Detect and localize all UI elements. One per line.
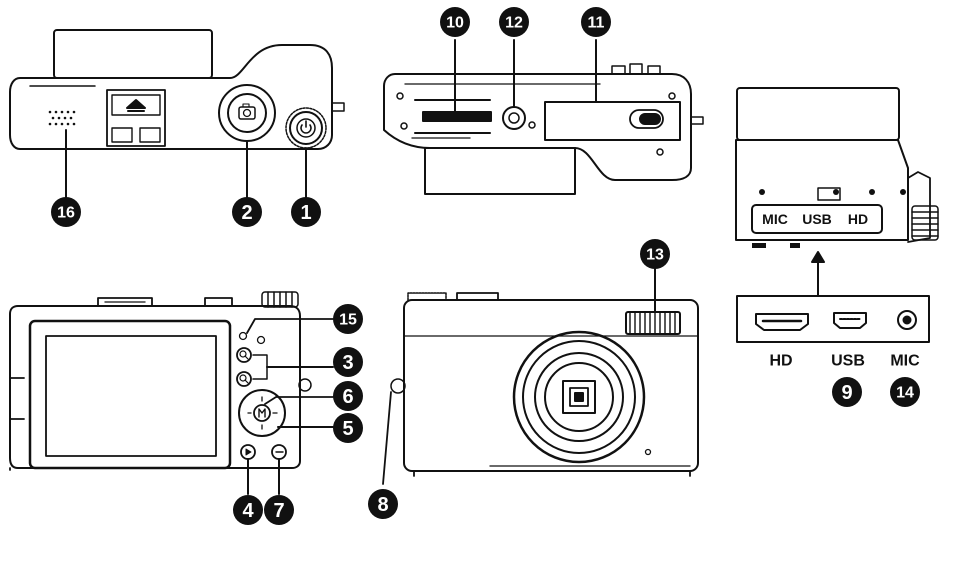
side-view: MIC USB HD (735, 87, 939, 297)
closeup-hd-label: HD (769, 353, 792, 370)
callout-7: 7 (264, 495, 294, 525)
callout-12: 12 (499, 7, 529, 37)
svg-text:12: 12 (505, 15, 523, 32)
svg-text:9: 9 (841, 382, 852, 404)
back-view-body (9, 305, 301, 469)
navigation-pad[interactable] (238, 389, 286, 437)
power-dial[interactable] (285, 107, 327, 149)
top-view-lens-barrel (53, 29, 213, 79)
callout-8: 8 (368, 489, 398, 519)
battery-door-latch[interactable] (629, 109, 664, 129)
callout-badges: 1 2 3 4 5 6 7 8 9 10 11 12 13 14 15 16 (51, 7, 920, 525)
svg-text:10: 10 (446, 15, 464, 32)
svg-text:6: 6 (342, 386, 353, 408)
status-led (238, 331, 248, 341)
back-view (9, 291, 334, 495)
port-cover-panel (751, 204, 883, 234)
callout-4: 4 (233, 495, 263, 525)
battery-door[interactable] (544, 101, 681, 141)
hdmi-port (755, 313, 809, 331)
side-dial (911, 205, 939, 241)
svg-text:4: 4 (242, 500, 254, 522)
side-usb-label: USB (802, 211, 832, 227)
front-view (382, 268, 699, 485)
side-view-body (735, 139, 909, 241)
closeup-usb-label: USB (831, 353, 865, 370)
mic-jack (897, 310, 917, 330)
playback-button[interactable] (240, 444, 256, 460)
tripod-socket (502, 106, 526, 130)
svg-text:11: 11 (588, 15, 605, 32)
front-view-body (403, 299, 699, 472)
svg-text:13: 13 (646, 247, 664, 264)
zoom-in-button[interactable] (236, 347, 252, 363)
top-view-body (9, 44, 333, 150)
callout-15: 15 (333, 304, 363, 334)
svg-text:16: 16 (57, 205, 75, 222)
usb-port (833, 312, 867, 329)
svg-text:1: 1 (300, 202, 311, 224)
menu-button[interactable] (271, 444, 287, 460)
front-strap-lug (390, 378, 406, 394)
side-mic-label: MIC (762, 211, 788, 227)
bottom-view-body (383, 73, 692, 181)
callout-10: 10 (440, 7, 470, 37)
callout-6: 6 (333, 381, 363, 411)
svg-text:8: 8 (377, 494, 388, 516)
bottom-lens-barrel (424, 147, 576, 195)
callout-13: 13 (640, 239, 670, 269)
svg-text:3: 3 (342, 352, 353, 374)
callout-9: 9 (832, 377, 862, 407)
bottom-view (383, 39, 704, 195)
callout-16: 16 (51, 197, 81, 227)
back-lcd-screen (45, 335, 217, 457)
callout-11: 11 (581, 7, 611, 37)
back-dial (261, 291, 299, 308)
lens (512, 330, 646, 464)
top-view (9, 29, 345, 199)
strap-lug (298, 378, 312, 392)
side-hd-label: HD (848, 211, 868, 227)
side-lens-barrel (736, 87, 900, 141)
callout-3: 3 (333, 347, 363, 377)
callout-5: 5 (333, 413, 363, 443)
closeup-mic-label: MIC (890, 353, 920, 370)
callout-1: 1 (291, 197, 321, 227)
callout-2: 2 (232, 197, 262, 227)
speaker-grille (48, 110, 76, 126)
callout-14: 14 (890, 377, 920, 407)
svg-text:15: 15 (339, 312, 357, 329)
port-closeup: HD USB MIC (736, 295, 930, 370)
port-closeup-panel (736, 295, 930, 343)
svg-text:7: 7 (273, 500, 284, 522)
back-lcd-frame (28, 319, 232, 470)
svg-text:5: 5 (342, 418, 353, 440)
flash-window (625, 311, 681, 335)
svg-text:14: 14 (896, 385, 914, 402)
shutter-button[interactable] (218, 84, 276, 142)
zoom-out-button[interactable] (236, 371, 252, 387)
hot-shoe (106, 89, 166, 147)
svg-text:2: 2 (241, 202, 252, 224)
battery-slot-grip (422, 111, 492, 122)
